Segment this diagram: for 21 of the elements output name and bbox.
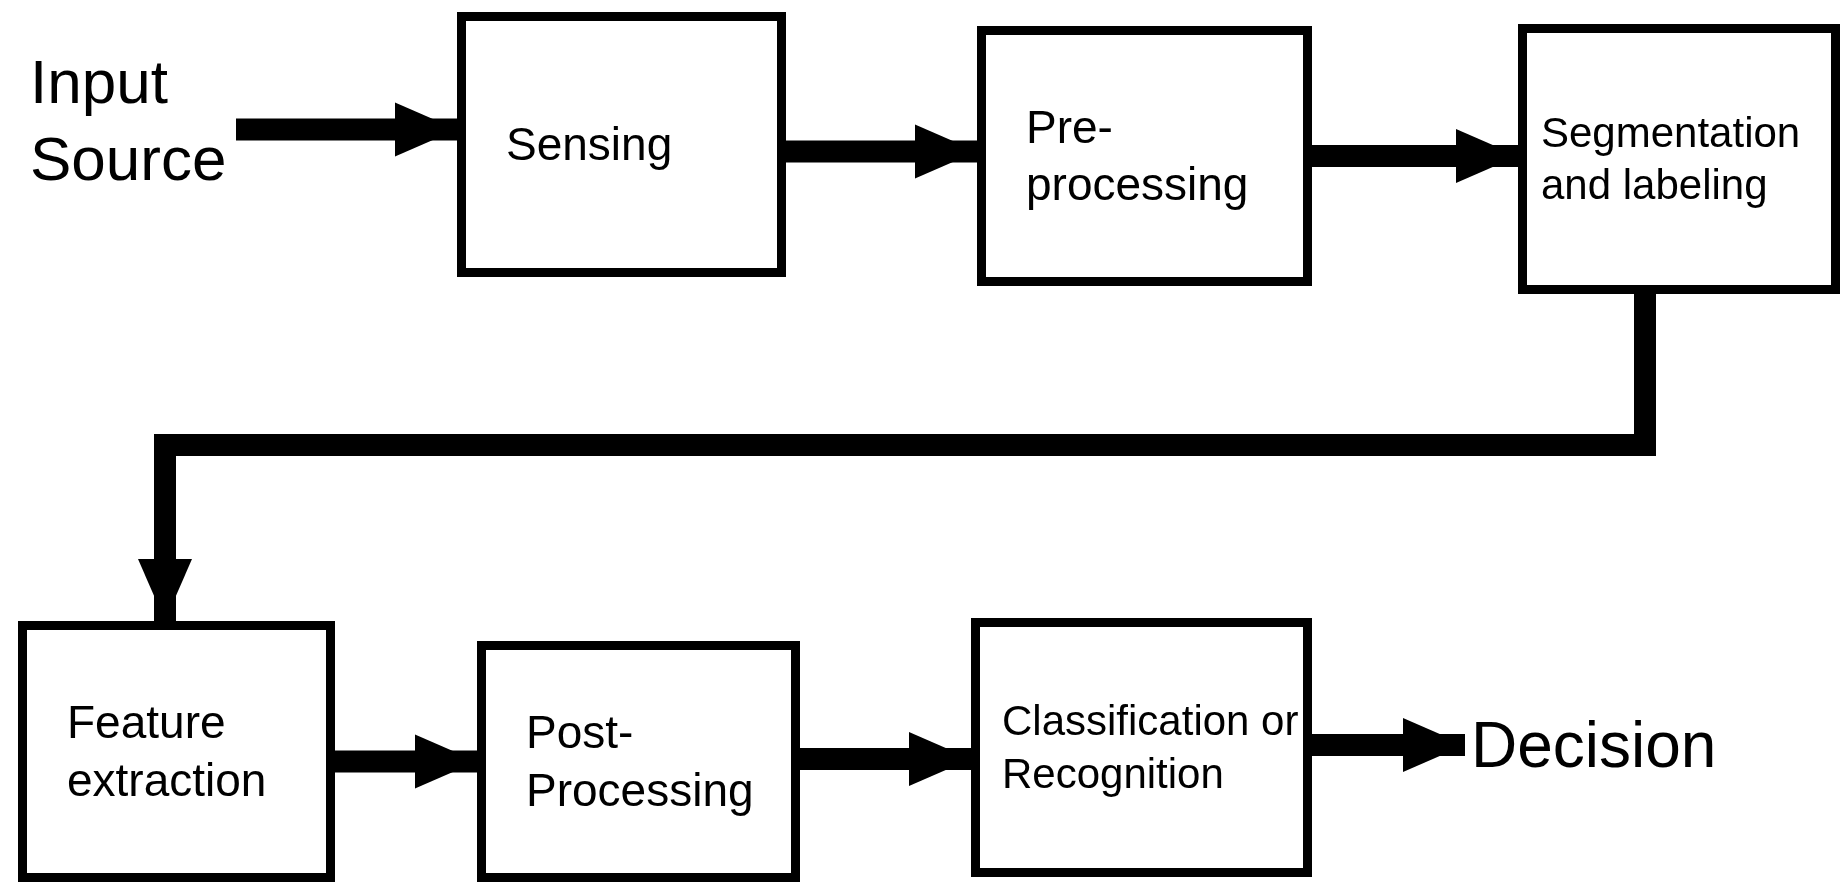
process-box [18, 621, 335, 882]
arrow [335, 734, 477, 789]
terminal-label: Input Source [30, 45, 228, 195]
step-label: Segmentation and labeling [1541, 107, 1802, 210]
arrow [236, 102, 457, 157]
process-box [977, 26, 1312, 286]
process-box [457, 12, 786, 277]
arrow [786, 124, 977, 179]
arrow [800, 732, 971, 786]
arrow [138, 294, 1656, 621]
step-label: Classification or Recognition [1002, 696, 1300, 799]
terminal-label: Decision [1471, 708, 1717, 783]
process-box [1518, 24, 1840, 294]
step-label: Feature extraction [67, 695, 268, 808]
step-label: Sensing [506, 116, 673, 172]
process-box [477, 641, 800, 882]
step-label: Pre-processing [1026, 99, 1250, 212]
arrow [1312, 129, 1518, 183]
process-box [971, 618, 1312, 877]
step-label: Post-Processing [526, 705, 755, 818]
arrow [1312, 718, 1465, 772]
